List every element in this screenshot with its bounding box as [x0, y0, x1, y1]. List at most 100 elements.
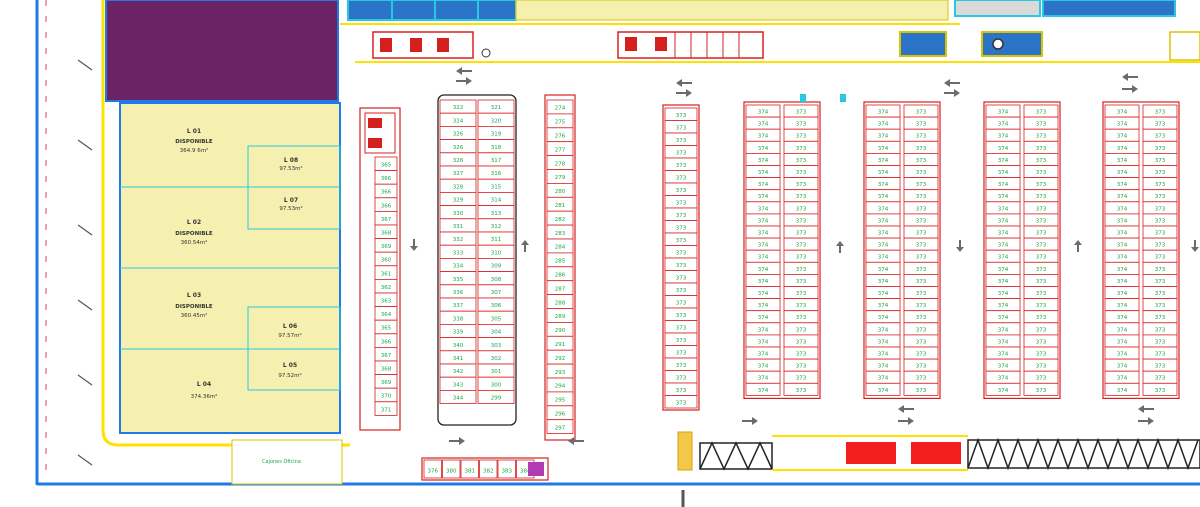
- side-stall-row: 3653663663663673683693603613623633643653…: [359, 107, 401, 431]
- stall-number: 373: [1155, 230, 1166, 236]
- stall-number: 374: [998, 194, 1009, 200]
- parking-stall: 373: [783, 165, 819, 179]
- stall-number: 373: [1036, 291, 1047, 297]
- drive-lane-edge: [772, 435, 968, 471]
- parking-stall: 308: [477, 271, 515, 286]
- stall-number: 373: [1036, 170, 1047, 176]
- stall-number: 374: [878, 303, 889, 309]
- parking-stall: 373: [1142, 310, 1178, 324]
- stall-number: 373: [1036, 267, 1047, 273]
- parking-stall: 373: [783, 249, 819, 263]
- parking-stall: 374: [865, 213, 901, 227]
- stall-number: 293: [555, 370, 566, 376]
- parking-stall: 333: [439, 244, 477, 259]
- parking-stall: 374: [985, 177, 1021, 191]
- parking-stall: 373: [903, 104, 939, 118]
- stall-number: 285: [555, 259, 566, 265]
- parking-stall: 382: [479, 459, 498, 479]
- parking-stall: 304: [477, 323, 515, 338]
- stall-number: 373: [916, 158, 927, 164]
- parking-stall: 373: [1023, 140, 1059, 154]
- parking-stall: 373: [1023, 177, 1059, 191]
- parking-stall: 279: [546, 169, 574, 184]
- parking-stall: 374: [985, 322, 1021, 336]
- parking-stall: 374: [745, 334, 781, 348]
- stall-number: 373: [916, 194, 927, 200]
- traffic-arrows: [410, 67, 1199, 445]
- double-row-frame: [743, 101, 821, 399]
- stall-number: 373: [676, 188, 687, 194]
- parking-stall: 373: [1142, 382, 1178, 396]
- arrow-down-icon: [956, 240, 964, 252]
- parking-stall: 380: [442, 459, 461, 479]
- parking-stall: 374: [865, 249, 901, 263]
- parking-stall: 284: [546, 238, 574, 254]
- stall-number: 310: [491, 250, 502, 256]
- stall-number: 374: [878, 146, 889, 152]
- purple-building-block: [105, 0, 339, 102]
- parking-stall: 374: [865, 310, 901, 324]
- parking-stall: 373: [1142, 334, 1178, 348]
- parking-stall: 374: [745, 298, 781, 312]
- parking-stall: 275: [546, 113, 574, 129]
- parking-stall: 309: [477, 257, 515, 272]
- stall-number: 374: [758, 134, 769, 140]
- parking-stall: 282: [546, 210, 574, 226]
- parking-stall: 373: [1023, 382, 1059, 396]
- parking-stall: 374: [865, 152, 901, 166]
- stall-number: 373: [676, 375, 687, 381]
- stall-number: 373: [916, 243, 927, 249]
- stall-number: 374: [758, 218, 769, 224]
- parking-stall: 370: [374, 387, 398, 403]
- stall-number: 373: [1036, 327, 1047, 333]
- stall-number: 380: [446, 469, 457, 475]
- parking-stall: 373: [903, 237, 939, 251]
- stall-number: 374: [878, 182, 889, 188]
- parking-stall: 373: [903, 140, 939, 154]
- stall-number: 374: [878, 376, 889, 382]
- parking-stall: 374: [1104, 152, 1140, 166]
- stall-number: 374: [998, 206, 1009, 212]
- double-row-frame: [863, 101, 941, 399]
- stall-number: 374: [758, 339, 769, 345]
- stall-number: 373: [796, 315, 807, 321]
- row-c-frame: [662, 104, 700, 411]
- parking-stall: 295: [546, 391, 574, 407]
- stall-number: 374: [878, 122, 889, 128]
- stall-number: 374: [1117, 243, 1128, 249]
- stall-number: 374: [758, 255, 769, 261]
- stall-number: 373: [1036, 351, 1047, 357]
- parking-stall: 373: [903, 273, 939, 287]
- stall-number: 374: [1117, 303, 1128, 309]
- parking-stall: 361: [374, 265, 398, 280]
- stall-number: 373: [1036, 158, 1047, 164]
- stall-number: 374: [998, 170, 1009, 176]
- stall-number: 368: [381, 231, 392, 237]
- parking-stall: 373: [783, 116, 819, 130]
- parking-stall: 373: [903, 189, 939, 203]
- parking-stall: 374: [985, 213, 1021, 227]
- parking-stall: 373: [664, 145, 698, 159]
- arrow-right-icon: [898, 417, 914, 425]
- stall-number: 373: [916, 146, 927, 152]
- parking-stall: 310: [477, 244, 515, 259]
- parking-stall: 327: [439, 165, 477, 180]
- stall-number: 373: [796, 376, 807, 382]
- parking-stall: 365: [374, 319, 398, 335]
- parking-stall: 373: [783, 322, 819, 336]
- stall-number: 342: [453, 369, 464, 375]
- stall-number: 373: [916, 364, 927, 370]
- parking-stall: 316: [477, 165, 515, 180]
- stall-number: 373: [916, 182, 927, 188]
- parking-stall: 374: [985, 261, 1021, 275]
- arrow-left-icon: [676, 79, 692, 87]
- parking-stall: 299: [477, 389, 515, 404]
- stall-number: 322: [453, 105, 464, 111]
- lot-l05: L 05 97.52m²: [278, 362, 301, 379]
- stall-number: 373: [916, 376, 927, 382]
- parking-stall: 283: [546, 224, 574, 240]
- stall-number: 318: [491, 145, 502, 151]
- block-b-frame: [544, 94, 576, 441]
- stall-number: 367: [381, 353, 392, 359]
- stall-number: 373: [916, 134, 927, 140]
